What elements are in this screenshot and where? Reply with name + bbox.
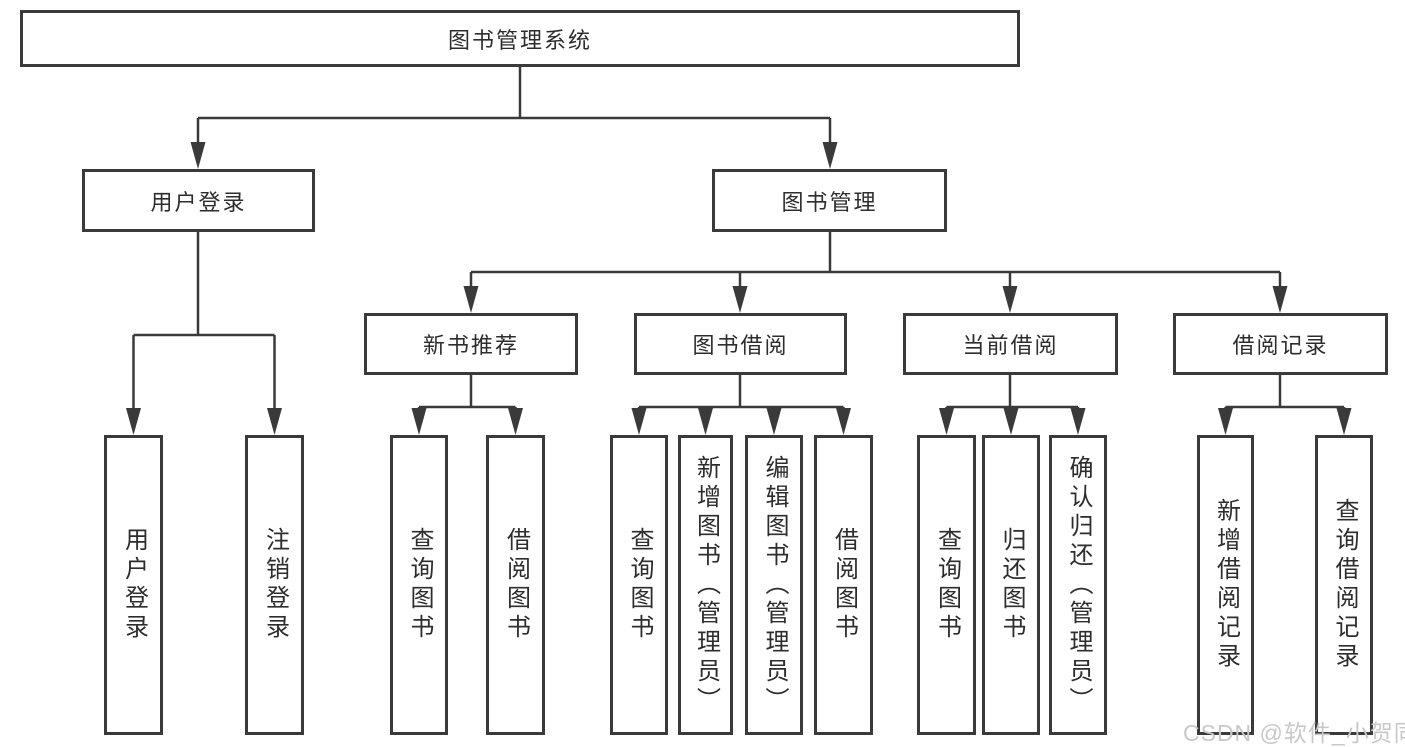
leaf-logout-label: 注销登录 [261, 527, 289, 643]
leaf-borrowing-query-book: 查询图书 [610, 435, 668, 735]
arrowheads [126, 142, 1352, 435]
leaf-current-query-book-label: 查询图书 [933, 527, 961, 643]
node-library-system: 图书管理系统 [20, 10, 1020, 67]
leaf-add-book-admin-label: 新增图书（管理员） [692, 454, 720, 716]
node-book-borrowing: 图书借阅 [634, 313, 847, 375]
leaf-add-borrow-record: 新增借阅记录 [1197, 435, 1254, 735]
leaf-recommend-query-book: 查询图书 [390, 435, 448, 735]
node-user-login: 用户登录 [82, 169, 315, 232]
leaf-borrowing-borrow-book: 借阅图书 [814, 435, 873, 735]
leaf-query-borrow-record: 查询借阅记录 [1315, 435, 1373, 735]
leaf-borrowing-query-book-label: 查询图书 [626, 527, 653, 643]
node-book-borrowing-label: 图书借阅 [692, 333, 789, 358]
leaf-return-book-label: 归还图书 [998, 527, 1025, 643]
node-user-login-label: 用户登录 [150, 189, 247, 215]
node-borrowing-records-label: 借阅记录 [1232, 333, 1329, 358]
leaf-recommend-query-book-label: 查询图书 [406, 527, 433, 643]
leaf-borrowing-borrow-book-label: 借阅图书 [830, 527, 858, 643]
leaf-user-login: 用户登录 [104, 435, 163, 735]
node-new-book-recommendation-label: 新书推荐 [422, 333, 519, 358]
leaf-user-login-label: 用户登录 [120, 527, 148, 643]
leaf-edit-book-admin-label: 编辑图书（管理员） [761, 454, 788, 716]
node-current-borrowing-label: 当前借阅 [962, 333, 1059, 358]
leaf-query-borrow-record-label: 查询借阅记录 [1331, 498, 1358, 672]
leaf-return-book: 归还图书 [982, 435, 1040, 735]
csdn-watermark: CSDN @软件_小贺同学 [1183, 720, 1405, 746]
node-current-borrowing: 当前借阅 [903, 313, 1118, 375]
node-new-book-recommendation: 新书推荐 [364, 313, 578, 375]
node-book-management-label: 图书管理 [781, 189, 878, 215]
node-book-management: 图书管理 [712, 169, 947, 232]
leaf-logout: 注销登录 [245, 435, 304, 735]
leaf-add-borrow-record-label: 新增借阅记录 [1212, 498, 1240, 672]
leaf-recommend-borrow-book-label: 借阅图书 [502, 527, 530, 643]
node-library-system-label: 图书管理系统 [447, 27, 592, 53]
leaf-current-query-book: 查询图书 [917, 435, 976, 735]
leaf-recommend-borrow-book: 借阅图书 [486, 435, 545, 735]
leaf-edit-book-admin: 编辑图书（管理员） [745, 435, 803, 735]
leaf-confirm-return-admin-label: 确认归还（管理员） [1065, 454, 1092, 716]
node-borrowing-records: 借阅记录 [1173, 313, 1388, 375]
leaf-confirm-return-admin: 确认归还（管理员） [1049, 435, 1107, 735]
leaf-add-book-admin: 新增图书（管理员） [678, 435, 733, 735]
